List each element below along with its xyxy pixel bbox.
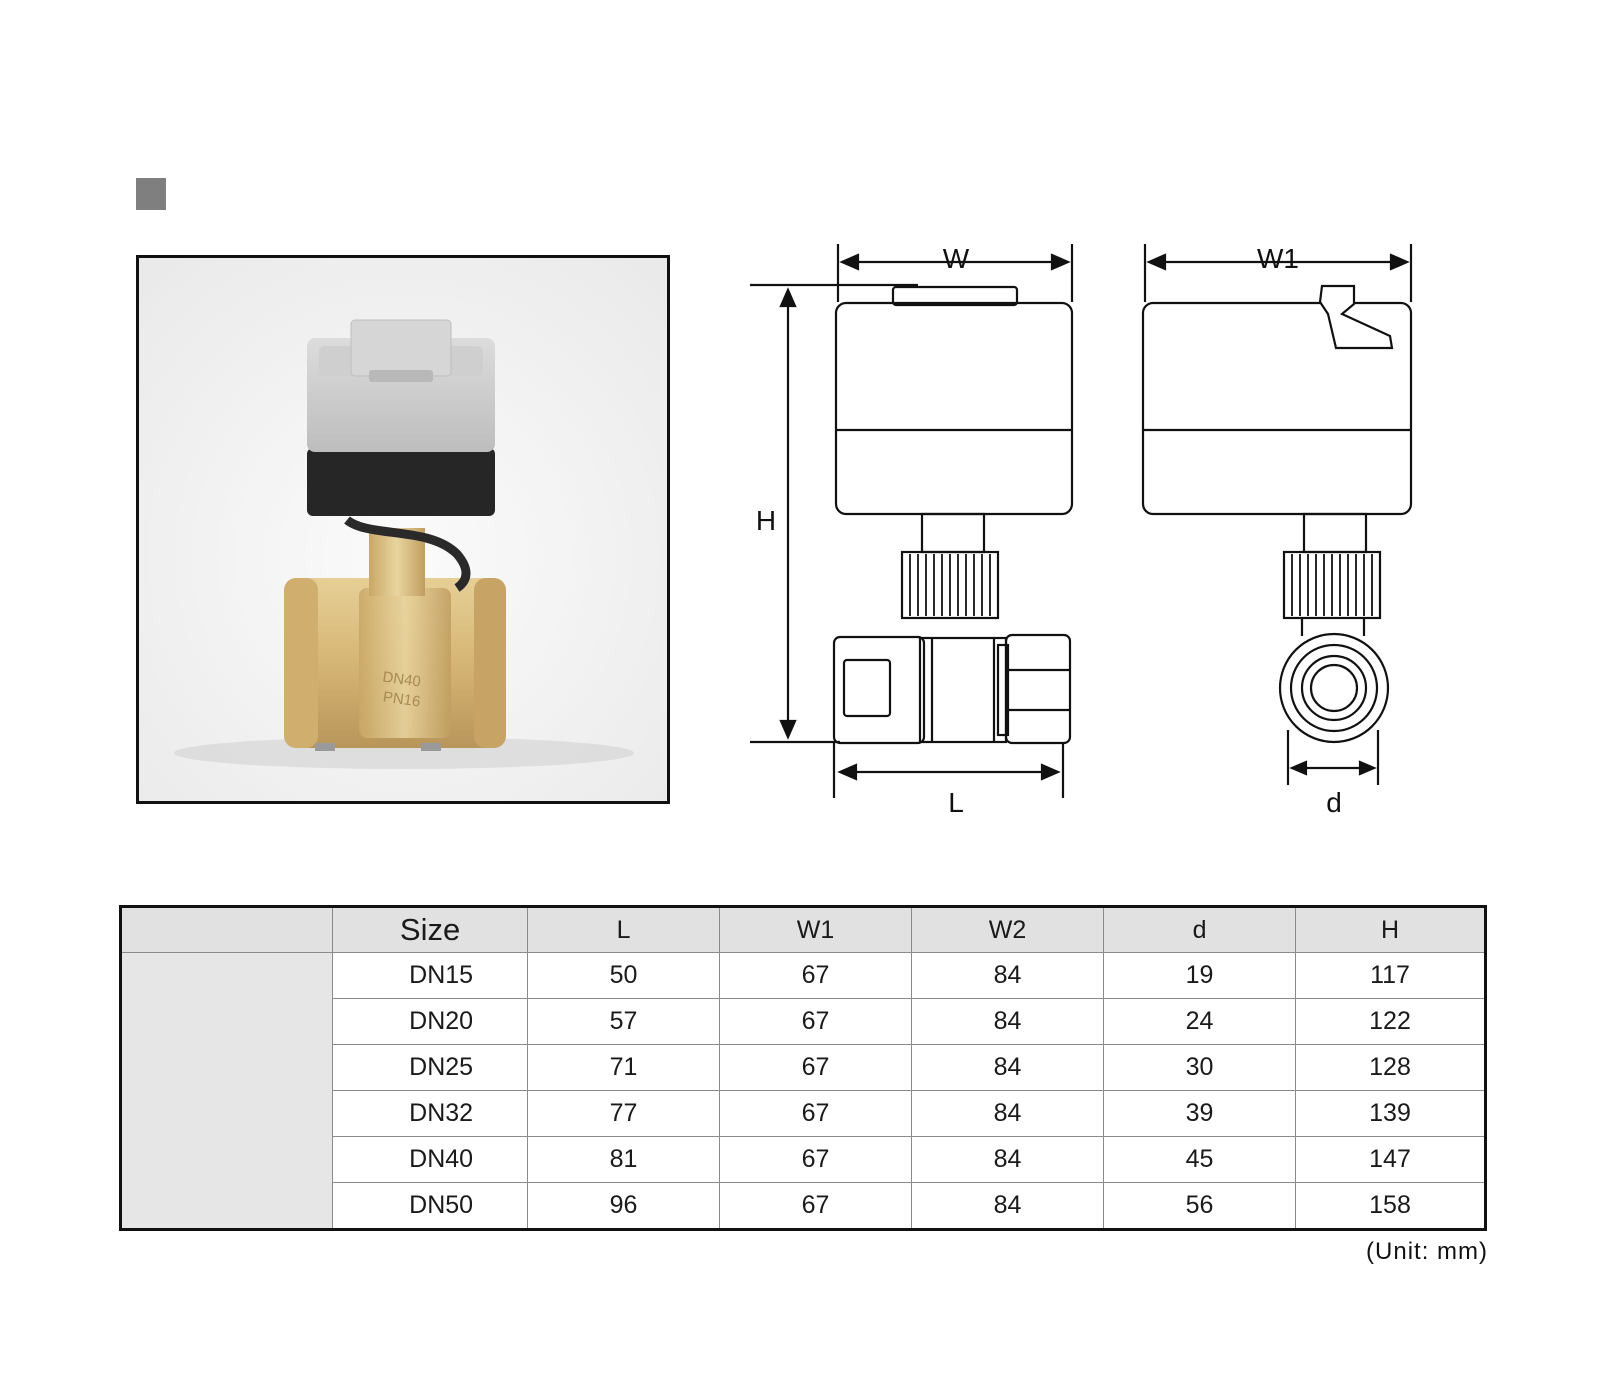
cell-d: 19 (1103, 952, 1297, 999)
table-row: DN50 96 67 84 56 158 (121, 1182, 1486, 1230)
cell-l: 71 (527, 1044, 721, 1091)
side-view-drawing (1141, 244, 1413, 785)
table-row: DN20 57 67 84 24 122 (121, 998, 1486, 1045)
motorized-ball-valve-image: DN40 PN16 (139, 258, 667, 801)
header-blank (119, 906, 334, 953)
cell-w2: 84 (911, 998, 1105, 1045)
cell-size: DN25 (332, 1044, 529, 1091)
cell-h: 117 (1295, 952, 1486, 999)
dimension-label-w1: W1 (1257, 243, 1299, 274)
header-h: H (1295, 906, 1486, 953)
dimension-label-h: H (756, 505, 776, 536)
cell-d: 24 (1103, 998, 1297, 1045)
cell-h: 139 (1295, 1090, 1486, 1137)
cell-w2: 84 (911, 1182, 1105, 1230)
header-size: Size (332, 906, 529, 953)
front-view-drawing (750, 244, 1074, 798)
cell-w1: 67 (719, 1090, 913, 1137)
section-marker (136, 178, 166, 210)
cell-w1: 67 (719, 952, 913, 999)
cell-size: DN32 (332, 1090, 529, 1137)
cell-w1: 67 (719, 998, 913, 1045)
product-photo: DN40 PN16 (136, 255, 670, 804)
cell-size: DN20 (332, 998, 529, 1045)
header-w2: W2 (911, 906, 1105, 953)
table-row: DN25 71 67 84 30 128 (121, 1044, 1486, 1091)
cell-h: 122 (1295, 998, 1486, 1045)
body-marking-size: DN40 (381, 668, 421, 690)
cell-w2: 84 (911, 1090, 1105, 1137)
cell-l: 57 (527, 998, 721, 1045)
unit-note: (Unit: mm) (1366, 1238, 1488, 1265)
table-row: DN15 50 67 84 19 117 (119, 952, 1486, 1230)
table-row: DN32 77 67 84 39 139 (121, 1090, 1486, 1137)
header-w1: W1 (719, 906, 913, 953)
cell-d: 30 (1103, 1044, 1297, 1091)
cell-h: 147 (1295, 1136, 1486, 1183)
cell-w2: 84 (911, 1044, 1105, 1091)
cell-l: 96 (527, 1182, 721, 1230)
dimension-label-w: W (943, 243, 970, 274)
cell-w1: 67 (719, 1044, 913, 1091)
cell-d: 39 (1103, 1090, 1297, 1137)
dimension-table: Size L W1 W2 d H DN15 50 67 84 19 117 DN… (119, 905, 1487, 1231)
cell-size: DN40 (332, 1136, 529, 1183)
cell-h: 158 (1295, 1182, 1486, 1230)
header-d: d (1103, 906, 1297, 953)
dimension-drawings: W W1 H L d (750, 243, 1413, 818)
cell-w1: 67 (719, 1136, 913, 1183)
cell-w2: 84 (911, 1136, 1105, 1183)
dimension-label-d: d (1326, 787, 1342, 818)
header-l: L (527, 906, 721, 953)
cell-size: DN15 (332, 952, 529, 999)
table-row: DN40 81 67 84 45 147 (121, 1136, 1486, 1183)
cell-l: 77 (527, 1090, 721, 1137)
cell-size: DN50 (332, 1182, 529, 1230)
cell-h: 128 (1295, 1044, 1486, 1091)
cell-d: 56 (1103, 1182, 1297, 1230)
cell-l: 50 (527, 952, 721, 999)
cell-w1: 67 (719, 1182, 913, 1230)
dimension-label-l: L (948, 787, 964, 818)
blank-side-column (119, 952, 334, 1230)
cell-d: 45 (1103, 1136, 1297, 1183)
body-marking-pressure: PN16 (382, 689, 422, 711)
cell-w2: 84 (911, 952, 1105, 999)
table-header-row: Size L W1 W2 d H (119, 906, 1486, 953)
cell-l: 81 (527, 1136, 721, 1183)
